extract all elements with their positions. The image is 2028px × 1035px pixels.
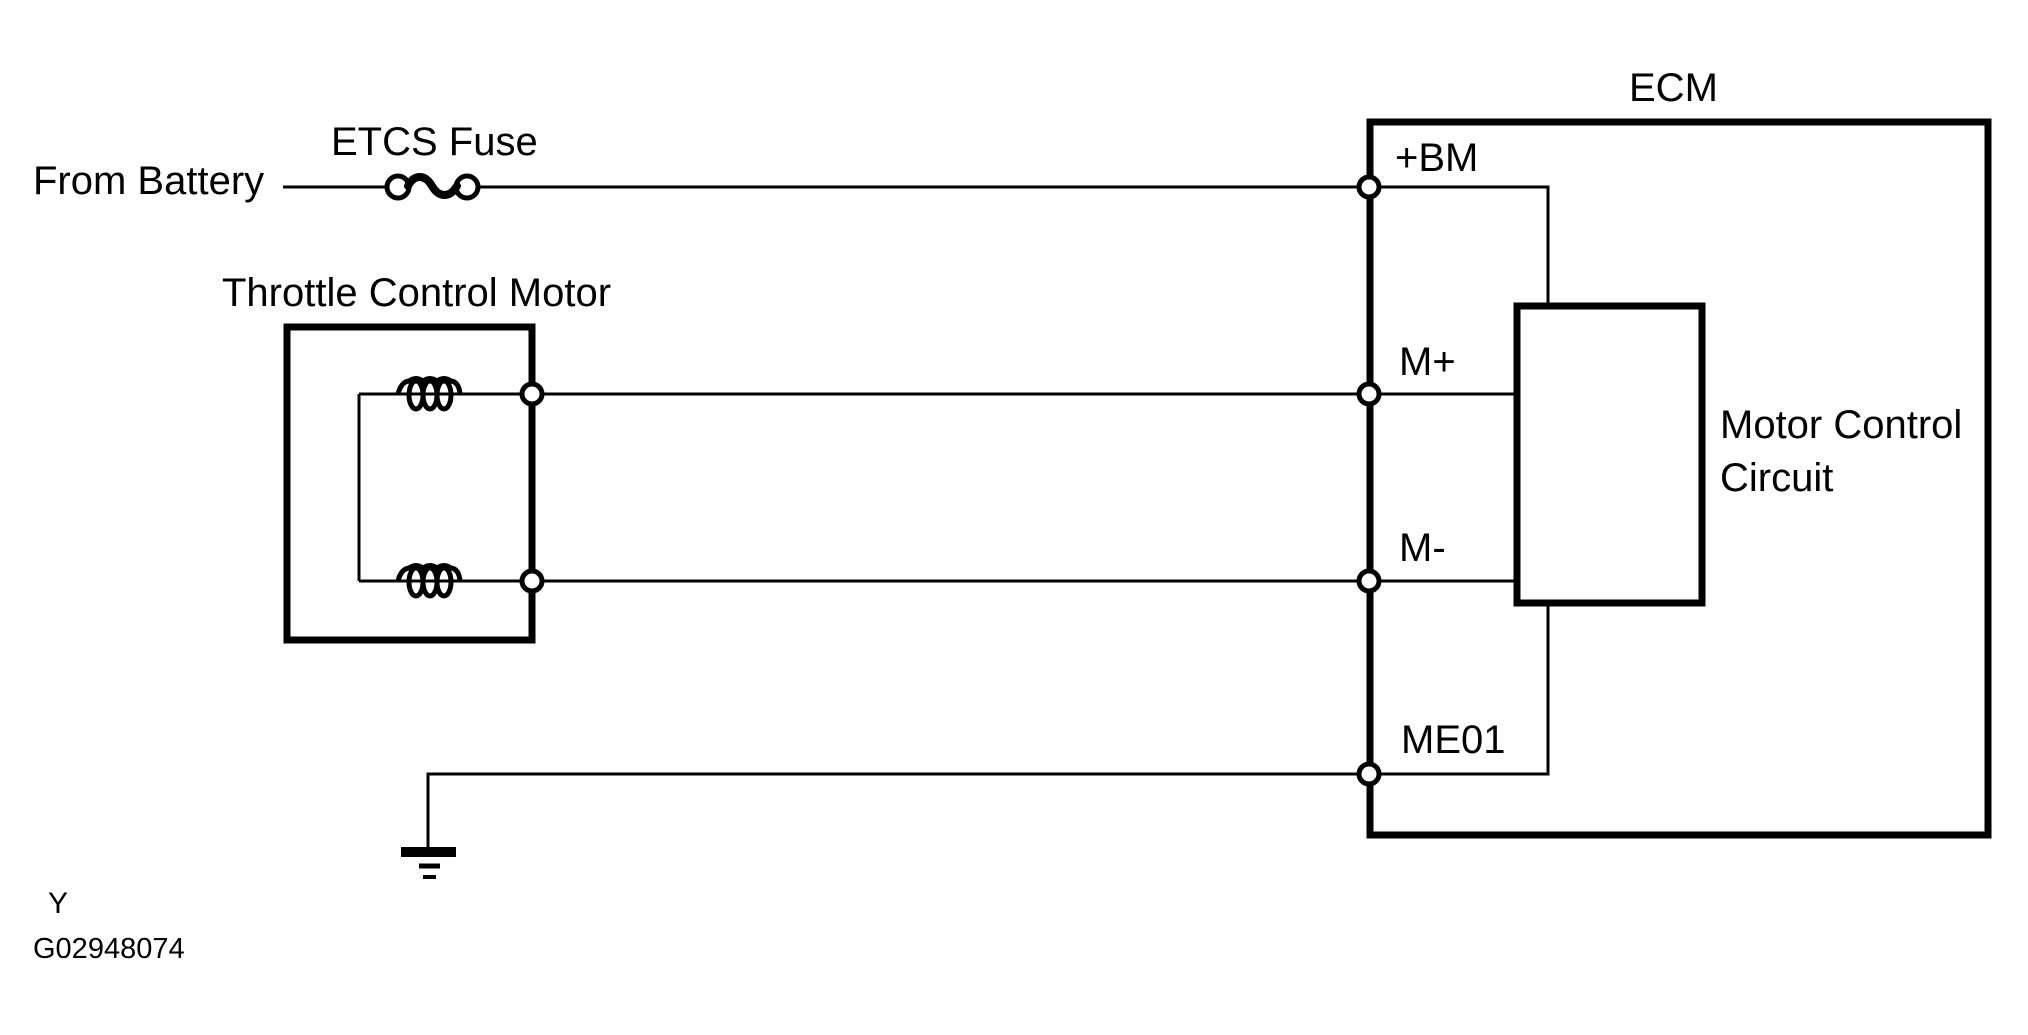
ecm-terminal-m-plus bbox=[1356, 381, 1382, 407]
figure-id: G02948074 bbox=[33, 933, 185, 965]
ground-icon bbox=[401, 847, 456, 879]
terminal-bm-label: +BM bbox=[1395, 136, 1479, 180]
from-battery-label: From Battery bbox=[33, 159, 265, 203]
terminal-m-minus-label: M- bbox=[1399, 526, 1446, 570]
motor-control-circuit-label: Motor Control Circuit bbox=[1720, 399, 1962, 505]
throttle-control-motor-box bbox=[283, 323, 536, 644]
ecm-label: ECM bbox=[1629, 66, 1718, 110]
me01-ground-wire bbox=[426, 606, 1550, 851]
battery-to-bm-wire bbox=[283, 185, 1550, 306]
fuse-element-icon bbox=[404, 173, 461, 199]
ecm-box bbox=[1366, 118, 1992, 839]
coil-upper-icon bbox=[395, 376, 463, 412]
throttle-control-motor-label: Throttle Control Motor bbox=[222, 271, 612, 315]
etcs-fuse-label: ETCS Fuse bbox=[331, 120, 538, 164]
motor-control-circuit-label-line2: Circuit bbox=[1720, 456, 1834, 500]
motor-control-circuit-label-line1: Motor Control bbox=[1720, 403, 1963, 447]
motor-terminal-m-minus bbox=[519, 568, 545, 594]
terminal-m-plus-label: M+ bbox=[1399, 340, 1456, 384]
motor-terminal-m-plus bbox=[519, 381, 545, 407]
coil-lower-icon bbox=[395, 563, 463, 599]
ecm-terminal-me01 bbox=[1356, 761, 1382, 787]
motor-control-circuit-box bbox=[1513, 302, 1706, 607]
etcs-fuse-symbol bbox=[384, 173, 481, 201]
revision-marker: Y bbox=[48, 887, 69, 920]
ecm-terminal-bm bbox=[1356, 174, 1382, 200]
ecm-terminal-m-minus bbox=[1356, 568, 1382, 594]
terminal-me01-label: ME01 bbox=[1401, 718, 1506, 762]
